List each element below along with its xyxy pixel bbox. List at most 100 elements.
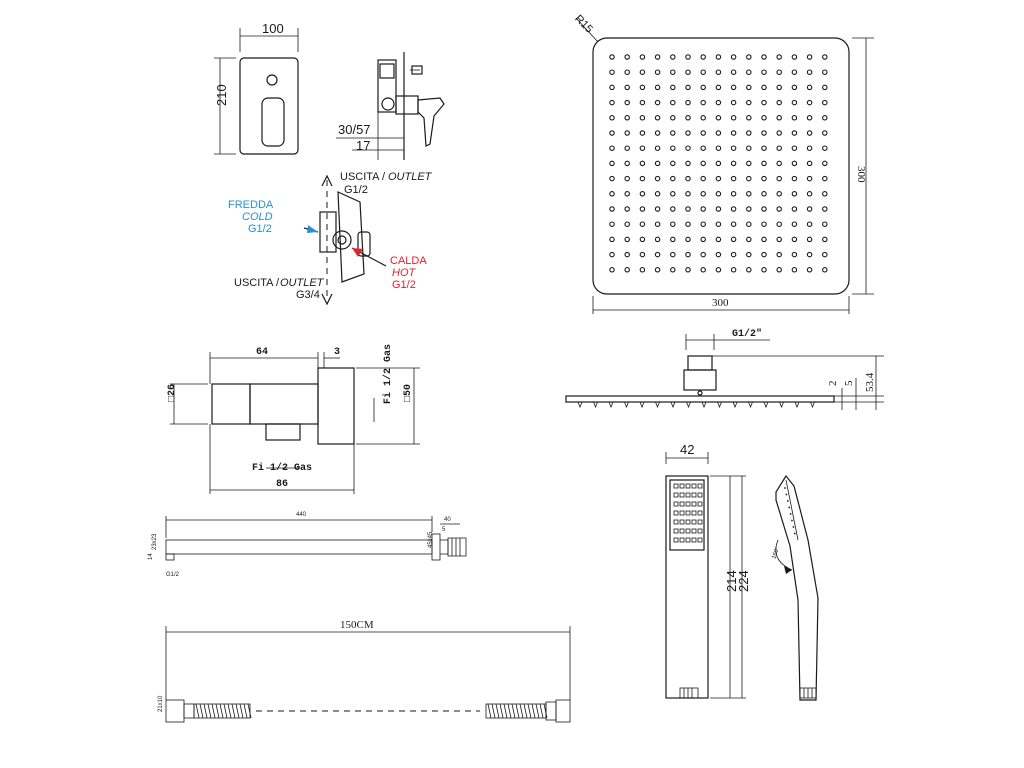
nozzle-dot xyxy=(761,206,767,212)
nozzle-dot xyxy=(776,84,782,91)
nozzle-dot xyxy=(609,206,615,212)
nozzle-dot xyxy=(806,54,813,60)
coil-line xyxy=(543,703,548,719)
nozzle-dot xyxy=(730,267,737,273)
nozzle-dot xyxy=(685,251,691,258)
nozzle-dot xyxy=(700,191,706,197)
nozzle-dot xyxy=(822,160,828,167)
nozzle-dot xyxy=(761,84,767,91)
nozzle-dot xyxy=(700,84,706,91)
nozzle-dot xyxy=(609,160,615,167)
hand-nozzle xyxy=(673,501,679,507)
outlet-top-en-label: OUTLET xyxy=(388,171,433,183)
nozzle-dot xyxy=(685,69,691,75)
nozzle-dot xyxy=(730,221,737,227)
hand-nozzle xyxy=(679,537,685,543)
outlet-top-label: USCITA / xyxy=(340,171,386,183)
nozzle-dot xyxy=(715,115,722,121)
faceplate-side-view: 30/57 17 xyxy=(336,52,445,160)
head-radius-label: R15 xyxy=(572,13,595,36)
nozzle-dot xyxy=(685,99,691,106)
nozzle-dot xyxy=(685,267,691,273)
coil-line xyxy=(199,703,204,719)
nozzle-dot xyxy=(670,99,676,106)
nozzle-dot xyxy=(715,191,722,197)
outlet-bottom-en-label: OUTLET xyxy=(280,277,325,289)
coil-line xyxy=(511,703,516,719)
nozzle-dot xyxy=(776,206,782,212)
nozzle-dot xyxy=(624,115,630,121)
hand-nozzle xyxy=(697,501,703,507)
nozzle-dot xyxy=(639,99,646,106)
nozzle-dot xyxy=(776,54,782,60)
nozzle-dot xyxy=(609,221,615,227)
nozzle-dot xyxy=(806,251,813,258)
nozzle-dot xyxy=(624,236,630,243)
coil-line xyxy=(195,703,200,719)
nozzle-dot xyxy=(746,160,752,167)
nozzle-dot xyxy=(715,251,722,258)
nozzle-dot xyxy=(822,221,828,227)
side-nozzle xyxy=(655,401,660,409)
nozzle-dot xyxy=(776,130,782,136)
head-height-label: 300 xyxy=(855,166,867,183)
coil-line xyxy=(487,703,492,719)
side-depth-label: 30/57 xyxy=(338,122,371,137)
nozzle-dot xyxy=(670,84,676,91)
nozzle-dot xyxy=(639,115,646,121)
arm-dim5-label: 5 xyxy=(442,527,446,533)
coil-line xyxy=(507,703,512,719)
nozzle-dot xyxy=(822,175,828,182)
nozzle-dot xyxy=(639,84,646,91)
nozzle-dot xyxy=(746,251,752,258)
arm-dim14-label: 14 xyxy=(148,553,154,560)
side-dot xyxy=(792,526,795,528)
hand-nozzle xyxy=(679,492,685,498)
hot-en-label: HOT xyxy=(392,267,417,279)
nozzle-dot xyxy=(609,99,615,106)
nozzle-dot xyxy=(685,54,691,60)
nozzle-dot xyxy=(700,267,706,273)
hot-it-label: CALDA xyxy=(390,255,427,267)
nozzle-dot xyxy=(715,160,722,167)
nozzle-dot xyxy=(654,130,661,136)
nozzle-dot xyxy=(609,251,615,258)
coil-line xyxy=(219,703,224,719)
coil-line xyxy=(223,703,228,719)
nozzle-dot xyxy=(822,206,828,212)
coil-line xyxy=(231,703,236,719)
nozzle-dot xyxy=(715,145,722,151)
side-dot xyxy=(793,532,796,535)
nozzle-dot xyxy=(715,130,722,136)
nozzle-dot xyxy=(639,160,646,167)
nozzle-dot xyxy=(609,115,615,121)
nozzle-dot xyxy=(700,251,706,258)
hand-width-label: 42 xyxy=(680,442,694,457)
nozzle-dot xyxy=(761,115,767,121)
nozzle-dot xyxy=(746,236,752,243)
nozzle-dot xyxy=(715,236,722,243)
nozzle-dot xyxy=(776,236,782,243)
nozzle-dot xyxy=(609,267,615,273)
side-dot xyxy=(789,513,792,515)
nozzle-dot xyxy=(822,145,828,151)
hose-end-label: 21x10 xyxy=(158,695,164,712)
nozzle-dot xyxy=(806,221,813,227)
nozzle-dot xyxy=(791,267,798,273)
faceplate-height-label: 210 xyxy=(214,84,229,106)
coil-line xyxy=(207,703,212,719)
nozzle-dot xyxy=(746,175,752,182)
nozzle-dot xyxy=(670,267,676,273)
valve-connections-diagram: USCITA / OUTLET G1/2 FREDDA COLD G1/2 CA… xyxy=(228,171,433,306)
nozzle-dot xyxy=(639,130,646,136)
hand-nozzle xyxy=(673,519,679,525)
nozzle-dot xyxy=(715,84,722,91)
nozzle-dot xyxy=(746,69,752,75)
nozzle-dot xyxy=(761,99,767,106)
shower-arm-drawing: 440 40 5 23x23 14 G1/2 45x45 xyxy=(148,512,467,578)
nozzle-dot xyxy=(624,84,630,91)
head-body-dim-label: 5 xyxy=(843,380,855,386)
nozzle-dot xyxy=(776,191,782,197)
nozzle-dot xyxy=(715,99,722,106)
